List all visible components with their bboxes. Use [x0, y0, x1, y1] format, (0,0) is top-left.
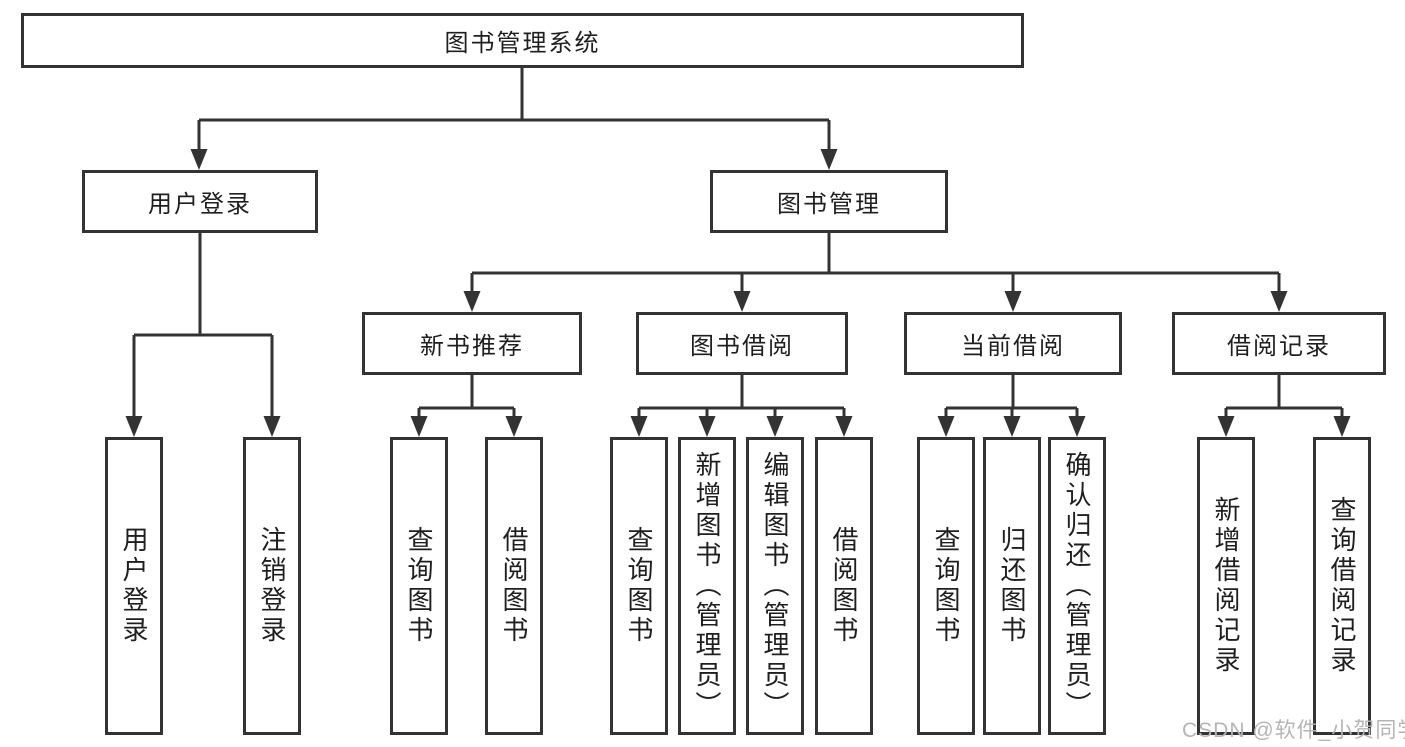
node-user-login-label: 用户登录	[148, 191, 252, 218]
node-book-management-label: 图书管理	[777, 191, 881, 218]
leaf-borrow-books: 借阅图书	[815, 437, 873, 735]
leaf-query-books-current-label: 查询图书	[931, 526, 961, 646]
leaf-return-books: 归还图书	[983, 437, 1041, 735]
node-book-borrow-label: 图书借阅	[690, 333, 794, 360]
leaf-query-borrow-record: 查询借阅记录	[1313, 437, 1371, 735]
leaf-return-books-label: 归还图书	[997, 526, 1027, 646]
leaf-borrow-books-label: 借阅图书	[829, 526, 859, 646]
node-book-management: 图书管理	[710, 170, 948, 233]
leaf-query-borrow-record-label: 查询借阅记录	[1327, 496, 1357, 676]
leaf-query-books-borrow-label: 查询图书	[624, 526, 654, 646]
leaf-edit-books-admin: 编辑图书（管理员）	[746, 437, 804, 735]
leaf-edit-books-admin-label: 编辑图书（管理员）	[760, 451, 790, 721]
leaf-query-books-recommend: 查询图书	[390, 437, 448, 735]
csdn-watermark: CSDN @软件_小贺同学	[1182, 719, 1405, 742]
node-borrow-records-label: 借阅记录	[1227, 333, 1331, 360]
leaf-logout-label: 注销登录	[257, 526, 287, 646]
leaf-user-login: 用户登录	[105, 437, 163, 735]
leaf-user-login-label: 用户登录	[119, 526, 149, 646]
node-borrow-records: 借阅记录	[1172, 312, 1386, 375]
node-user-login: 用户登录	[82, 170, 318, 233]
leaf-logout: 注销登录	[243, 437, 301, 735]
leaf-borrow-books-recommend-label: 借阅图书	[499, 526, 529, 646]
node-new-book-recommend: 新书推荐	[362, 312, 582, 375]
leaf-add-books-admin-label: 新增图书（管理员）	[692, 451, 722, 721]
leaf-query-books-recommend-label: 查询图书	[404, 526, 434, 646]
node-current-borrow: 当前借阅	[904, 312, 1122, 375]
node-current-borrow-label: 当前借阅	[961, 333, 1065, 360]
node-root-label: 图书管理系统	[444, 30, 601, 57]
node-book-borrow: 图书借阅	[636, 312, 848, 375]
leaf-query-books-borrow: 查询图书	[610, 437, 668, 735]
leaf-query-books-current: 查询图书	[917, 437, 975, 735]
leaf-add-borrow-record-label: 新增借阅记录	[1211, 496, 1241, 676]
node-root: 图书管理系统	[21, 13, 1024, 68]
leaf-confirm-return-admin-label: 确认归还（管理员）	[1062, 451, 1092, 721]
leaf-add-borrow-record: 新增借阅记录	[1197, 437, 1255, 735]
leaf-borrow-books-recommend: 借阅图书	[485, 437, 543, 735]
leaf-add-books-admin: 新增图书（管理员）	[678, 437, 736, 735]
leaf-confirm-return-admin: 确认归还（管理员）	[1048, 437, 1106, 735]
node-new-book-recommend-label: 新书推荐	[420, 333, 524, 360]
